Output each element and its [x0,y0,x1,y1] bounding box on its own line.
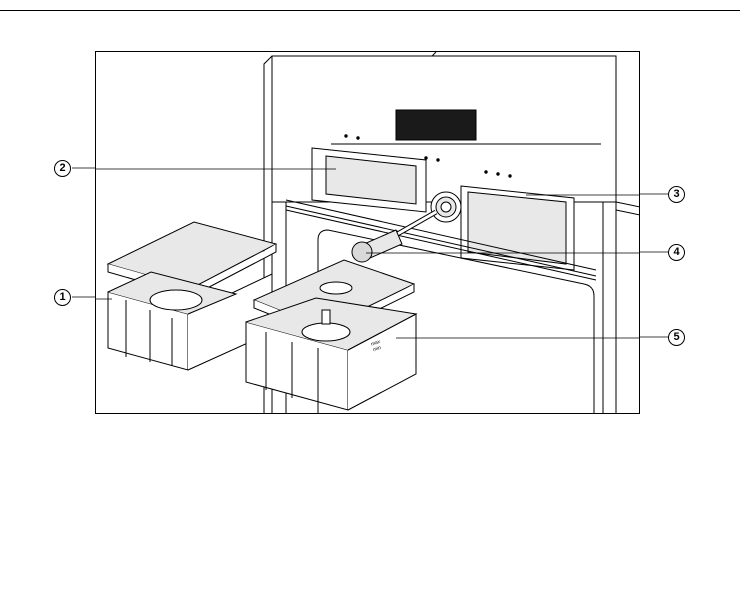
callout-4: 4 [668,244,685,261]
callout-3: 3 [668,186,685,203]
callout-1: 1 [54,289,71,306]
callout-5: 5 [668,329,685,346]
top-divider-line [0,10,740,11]
figure-frame: max min [95,51,640,414]
tank-compartment-right [461,186,574,270]
callout-2: 2 [54,160,71,177]
display-screen [396,110,476,140]
appliance-illustration [96,52,640,414]
tank-valve [431,192,461,222]
